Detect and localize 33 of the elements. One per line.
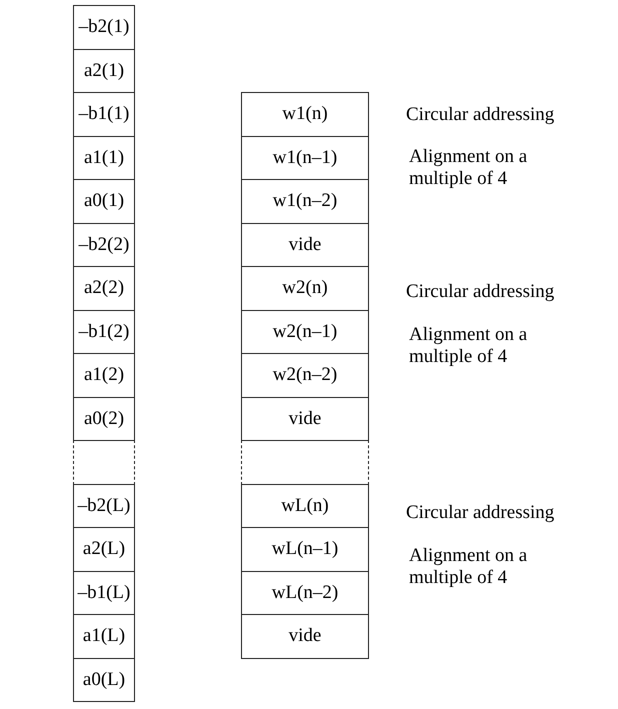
annotation-text: Circular addressing: [406, 104, 556, 126]
annotation-text: Circular addressing: [406, 502, 556, 524]
memory-cell: a0(L): [73, 658, 135, 702]
memory-cell: a0(1): [73, 179, 135, 224]
annotation-text: Alignment on a multiple of 4: [409, 146, 528, 190]
memory-cell: a2(1): [73, 48, 135, 94]
memory-cell: a1(L): [73, 614, 135, 659]
annotation-text: Circular addressing: [406, 281, 556, 303]
memory-cell: vide: [241, 396, 369, 442]
memory-cell: –b1(L): [73, 570, 135, 616]
memory-cell: w1(n–1): [241, 136, 369, 180]
memory-cell: a2(L): [73, 527, 135, 572]
memory-cell: w1(n): [241, 92, 369, 137]
memory-cell: vide: [241, 614, 369, 659]
memory-cell: a2(2): [73, 266, 135, 311]
memory-cell: wL(n): [241, 484, 369, 528]
memory-cell: wL(n–2): [241, 570, 369, 616]
annotation-text: Alignment on a multiple of 4: [409, 324, 528, 368]
memory-cell: a1(1): [73, 136, 135, 180]
memory-cell: wL(n–1): [241, 527, 369, 572]
memory-cell: a1(2): [73, 353, 135, 398]
memory-cell: a0(2): [73, 396, 135, 442]
memory-cell: w2(n–2): [241, 353, 369, 398]
memory-cell: –b2(L): [73, 484, 135, 528]
annotation-text: Alignment on a multiple of 4: [409, 545, 528, 589]
memory-cell: w2(n–1): [241, 310, 369, 354]
memory-cell: w2(n): [241, 266, 369, 311]
memory-cell: –b1(2): [73, 310, 135, 354]
memory-cell: w1(n–2): [241, 179, 369, 224]
memory-cell: vide: [241, 222, 369, 268]
memory-cell: –b1(1): [73, 92, 135, 137]
memory-cell: –b2(2): [73, 222, 135, 268]
memory-cell: –b2(1): [73, 5, 135, 50]
